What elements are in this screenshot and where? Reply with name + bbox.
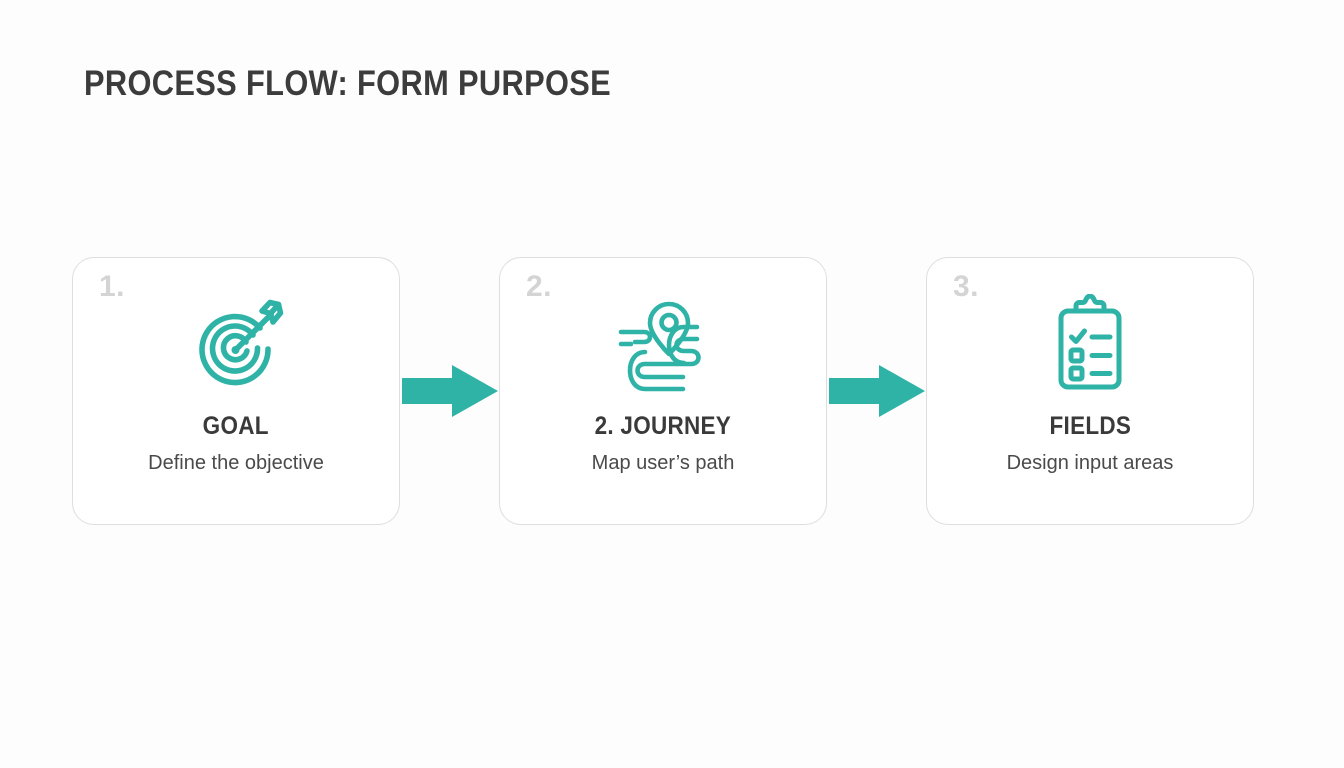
step-card-fields[interactable]: 3. FIELDS D (926, 257, 1254, 525)
process-flow-row: 1. GOAL Def (72, 257, 1254, 525)
arrow-right-icon (828, 365, 925, 417)
step-subtitle: Design input areas (1006, 452, 1174, 474)
step-title: GOAL (202, 412, 270, 440)
page-title: PROCESS FLOW: FORM PURPOSE (84, 64, 612, 103)
step-title: 2. JOURNEY (594, 412, 732, 440)
step-number-badge: 3. (953, 270, 980, 303)
target-arrow-icon (184, 294, 288, 398)
step-card-goal[interactable]: 1. GOAL Def (72, 257, 400, 525)
clipboard-checklist-icon (1038, 294, 1142, 398)
step-subtitle: Define the objective (148, 452, 324, 474)
step-subtitle: Map user’s path (591, 452, 735, 474)
arrow-right-icon (401, 365, 498, 417)
step-card-journey[interactable]: 2. 2. JOURNEY Map user’s path (499, 257, 827, 525)
step-number-badge: 1. (99, 270, 126, 303)
step-number-badge: 2. (526, 270, 553, 303)
route-map-pin-icon (611, 294, 715, 398)
step-title: FIELDS (1049, 412, 1131, 440)
